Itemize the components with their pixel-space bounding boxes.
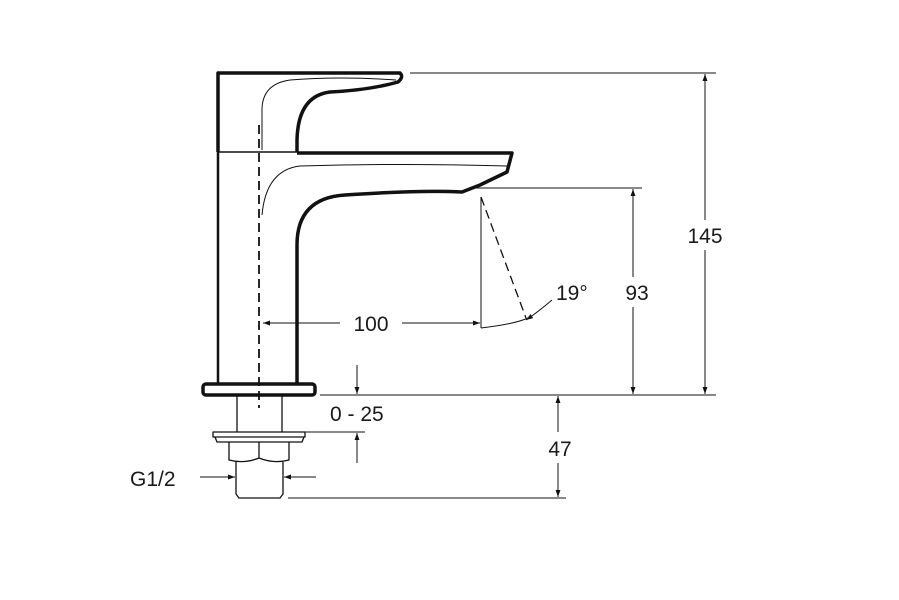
- thread: [235, 462, 284, 499]
- dim-thread: G1/2: [130, 468, 176, 491]
- dim-total-height: 145: [687, 225, 722, 248]
- nut: [228, 442, 290, 463]
- washer-bottom: [214, 436, 305, 443]
- dim-shank-length: 47: [548, 438, 571, 461]
- dim-spout-height: 93: [625, 282, 648, 305]
- spout-inner-line: [261, 164, 508, 216]
- handle-inner-line: [261, 77, 397, 150]
- faucet-outline: [201, 71, 514, 499]
- dim-spray-angle: 19°: [556, 282, 588, 305]
- spout: [295, 151, 514, 385]
- dim-spout-reach: 100: [353, 313, 388, 336]
- dimension-lines: [200, 72, 716, 499]
- dim-deck-thickness: 0 - 25: [330, 403, 384, 426]
- washer: [212, 431, 306, 438]
- handle: [216, 71, 404, 152]
